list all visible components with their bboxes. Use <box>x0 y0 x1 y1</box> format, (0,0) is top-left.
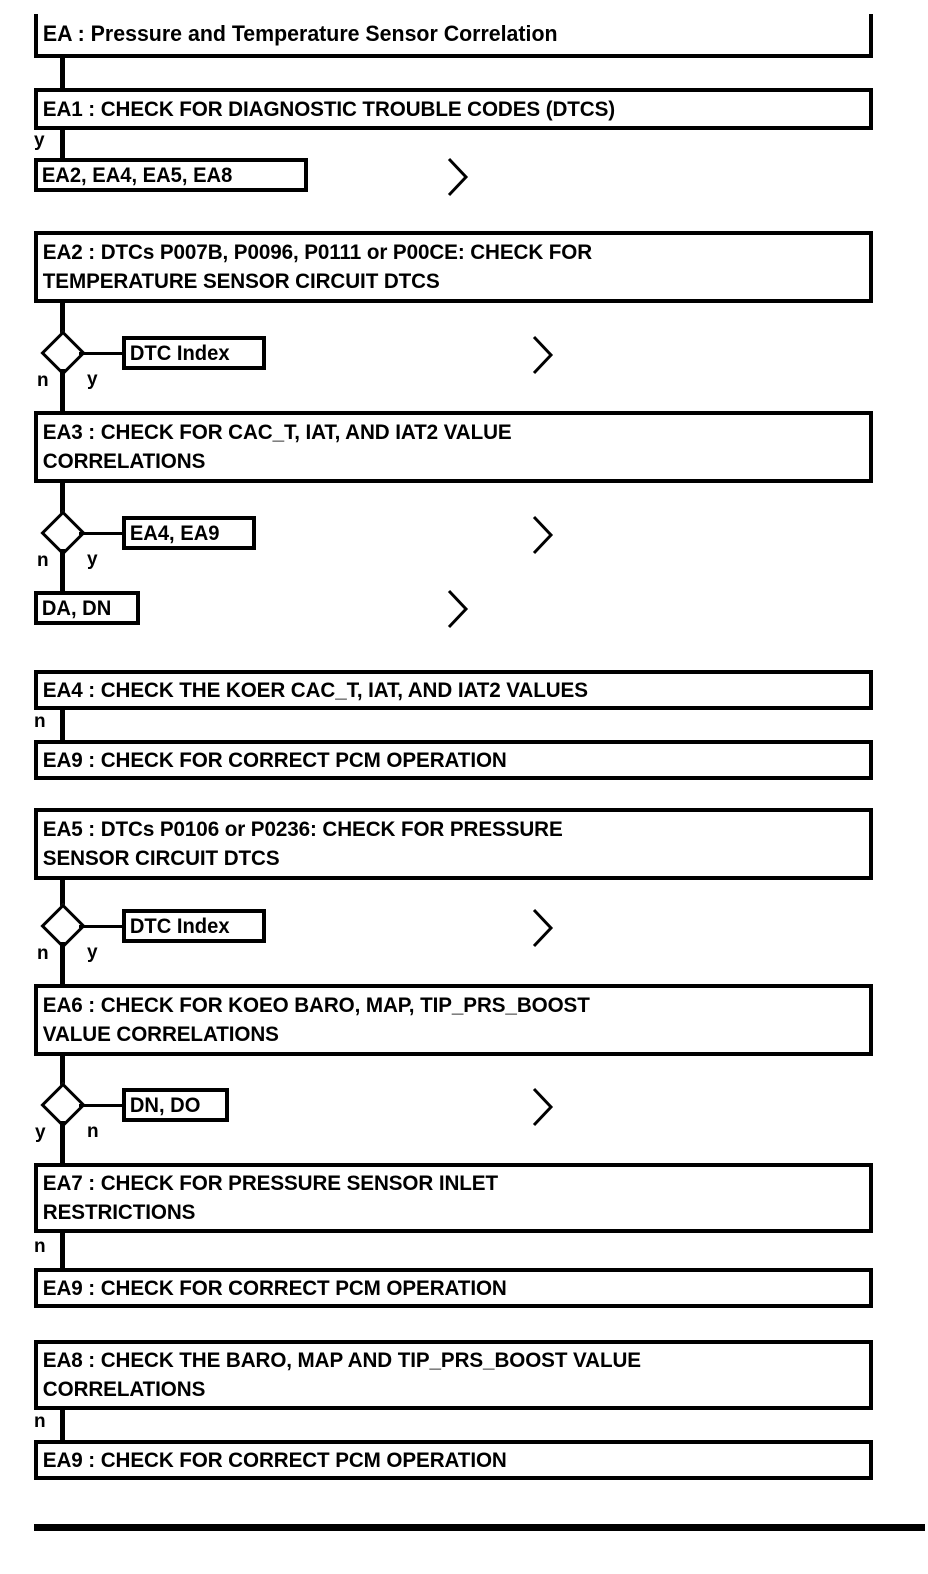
step-box-ea7[interactable]: EA7 : CHECK FOR PRESSURE SENSOR INLET RE… <box>34 1163 873 1233</box>
step-label-ea4: EA4 : CHECK THE KOER CAC_T, IAT, AND IAT… <box>42 677 588 702</box>
reference-box-ea3-da-dn[interactable]: DA, DN <box>34 591 140 625</box>
connector-ea2-decision-to-dtc-index <box>79 352 124 355</box>
chevron-right-icon-ea6 <box>528 1083 558 1131</box>
step-box-ea3[interactable]: EA3 : CHECK FOR CAC_T, IAT, AND IAT2 VAL… <box>34 411 873 483</box>
connector-ea3-to-decision <box>60 483 65 517</box>
reference-label-ea6-dn-do: DN, DO <box>129 1093 201 1117</box>
branch-label-ea8-n: n <box>34 1411 46 1432</box>
flowchart-title-box: EA : Pressure and Temperature Sensor Cor… <box>34 14 873 58</box>
reference-label-ea3-da-dn: DA, DN <box>41 596 112 620</box>
bottom-divider <box>34 1524 925 1531</box>
branch-label-ea3-y: y <box>87 549 98 570</box>
connector-title-to-ea1 <box>60 58 65 88</box>
reference-box-ea2-dtc-index[interactable]: DTC Index <box>122 336 266 370</box>
step-box-ea8[interactable]: EA8 : CHECK THE BARO, MAP AND TIP_PRS_BO… <box>34 1340 873 1410</box>
step-label-ea9-a: EA9 : CHECK FOR CORRECT PCM OPERATION <box>42 747 507 772</box>
branch-label-ea4-n: n <box>34 711 46 732</box>
connector-ea6-decision-to-dn-do <box>79 1104 124 1107</box>
reference-box-ea1-goto[interactable]: EA2, EA4, EA5, EA8 <box>34 158 308 192</box>
step-label-ea8: EA8 : CHECK THE BARO, MAP AND TIP_PRS_BO… <box>42 1348 641 1401</box>
page-title: EA : Pressure and Temperature Sensor Cor… <box>42 20 558 46</box>
reference-box-ea3-goto[interactable]: EA4, EA9 <box>122 516 256 550</box>
branch-label-ea2-y: y <box>87 369 98 390</box>
connector-ea5-to-decision <box>60 880 65 910</box>
connector-ea6-to-decision <box>60 1056 65 1089</box>
branch-label-ea5-y: y <box>87 942 98 963</box>
step-box-ea9-a[interactable]: EA9 : CHECK FOR CORRECT PCM OPERATION <box>34 740 873 780</box>
reference-label-ea2-dtc-index: DTC Index <box>129 341 230 365</box>
step-label-ea3: EA3 : CHECK FOR CAC_T, IAT, AND IAT2 VAL… <box>42 420 512 473</box>
step-label-ea5: EA5 : DTCs P0106 or P0236: CHECK FOR PRE… <box>42 817 563 870</box>
step-box-ea4[interactable]: EA4 : CHECK THE KOER CAC_T, IAT, AND IAT… <box>34 670 873 710</box>
connector-ea2-decision-to-ea3 <box>60 369 65 411</box>
step-box-ea2[interactable]: EA2 : DTCs P007B, P0096, P0111 or P00CE:… <box>34 231 873 303</box>
connector-ea6-decision-to-ea7 <box>60 1121 65 1163</box>
branch-label-ea6-y: y <box>35 1122 46 1143</box>
step-box-ea1[interactable]: EA1 : CHECK FOR DIAGNOSTIC TROUBLE CODES… <box>34 88 873 130</box>
step-box-ea6[interactable]: EA6 : CHECK FOR KOEO BARO, MAP, TIP_PRS_… <box>34 984 873 1056</box>
step-label-ea7: EA7 : CHECK FOR PRESSURE SENSOR INLET RE… <box>42 1171 498 1224</box>
step-box-ea9-b[interactable]: EA9 : CHECK FOR CORRECT PCM OPERATION <box>34 1268 873 1308</box>
step-label-ea6: EA6 : CHECK FOR KOEO BARO, MAP, TIP_PRS_… <box>42 993 590 1046</box>
step-label-ea9-b: EA9 : CHECK FOR CORRECT PCM OPERATION <box>42 1275 507 1300</box>
branch-label-ea2-n: n <box>37 370 49 391</box>
reference-box-ea6-dn-do[interactable]: DN, DO <box>122 1088 229 1122</box>
connector-ea7-to-ea9b <box>60 1233 65 1269</box>
branch-label-ea7-n: n <box>34 1236 46 1257</box>
connector-ea5-decision-to-dtc-index <box>79 925 124 928</box>
step-label-ea2: EA2 : DTCs P007B, P0096, P0111 or P00CE:… <box>42 240 593 293</box>
branch-label-ea5-n: n <box>37 943 49 964</box>
step-label-ea1: EA1 : CHECK FOR DIAGNOSTIC TROUBLE CODES… <box>42 96 616 121</box>
step-label-ea9-c: EA9 : CHECK FOR CORRECT PCM OPERATION <box>42 1447 507 1472</box>
chevron-right-icon-ea2 <box>528 331 558 379</box>
reference-label-ea1-goto: EA2, EA4, EA5, EA8 <box>41 163 233 187</box>
connector-ea8-to-ea9c <box>60 1410 65 1442</box>
connector-ea2-to-decision <box>60 303 65 337</box>
branch-label-ea1-y: y <box>34 130 45 151</box>
step-box-ea9-c[interactable]: EA9 : CHECK FOR CORRECT PCM OPERATION <box>34 1440 873 1480</box>
reference-label-ea5-dtc-index: DTC Index <box>129 914 230 938</box>
connector-ea5-decision-to-ea6 <box>60 942 65 984</box>
branch-label-ea3-n: n <box>37 550 49 571</box>
connector-ea4-to-ea9a <box>60 710 65 742</box>
chevron-right-icon-da-dn <box>443 585 473 633</box>
connector-ea3-decision-to-da-dn <box>60 549 65 591</box>
connector-ea3-decision-to-ref <box>79 532 124 535</box>
chevron-right-icon-ea5 <box>528 904 558 952</box>
chevron-right-icon-ea3 <box>528 511 558 559</box>
reference-box-ea5-dtc-index[interactable]: DTC Index <box>122 909 266 943</box>
connector-ea1-to-ref <box>60 130 65 158</box>
reference-label-ea3-goto: EA4, EA9 <box>129 521 220 545</box>
branch-label-ea6-n: n <box>87 1121 99 1142</box>
chevron-right-icon-ea1 <box>443 153 473 201</box>
step-box-ea5[interactable]: EA5 : DTCs P0106 or P0236: CHECK FOR PRE… <box>34 808 873 880</box>
